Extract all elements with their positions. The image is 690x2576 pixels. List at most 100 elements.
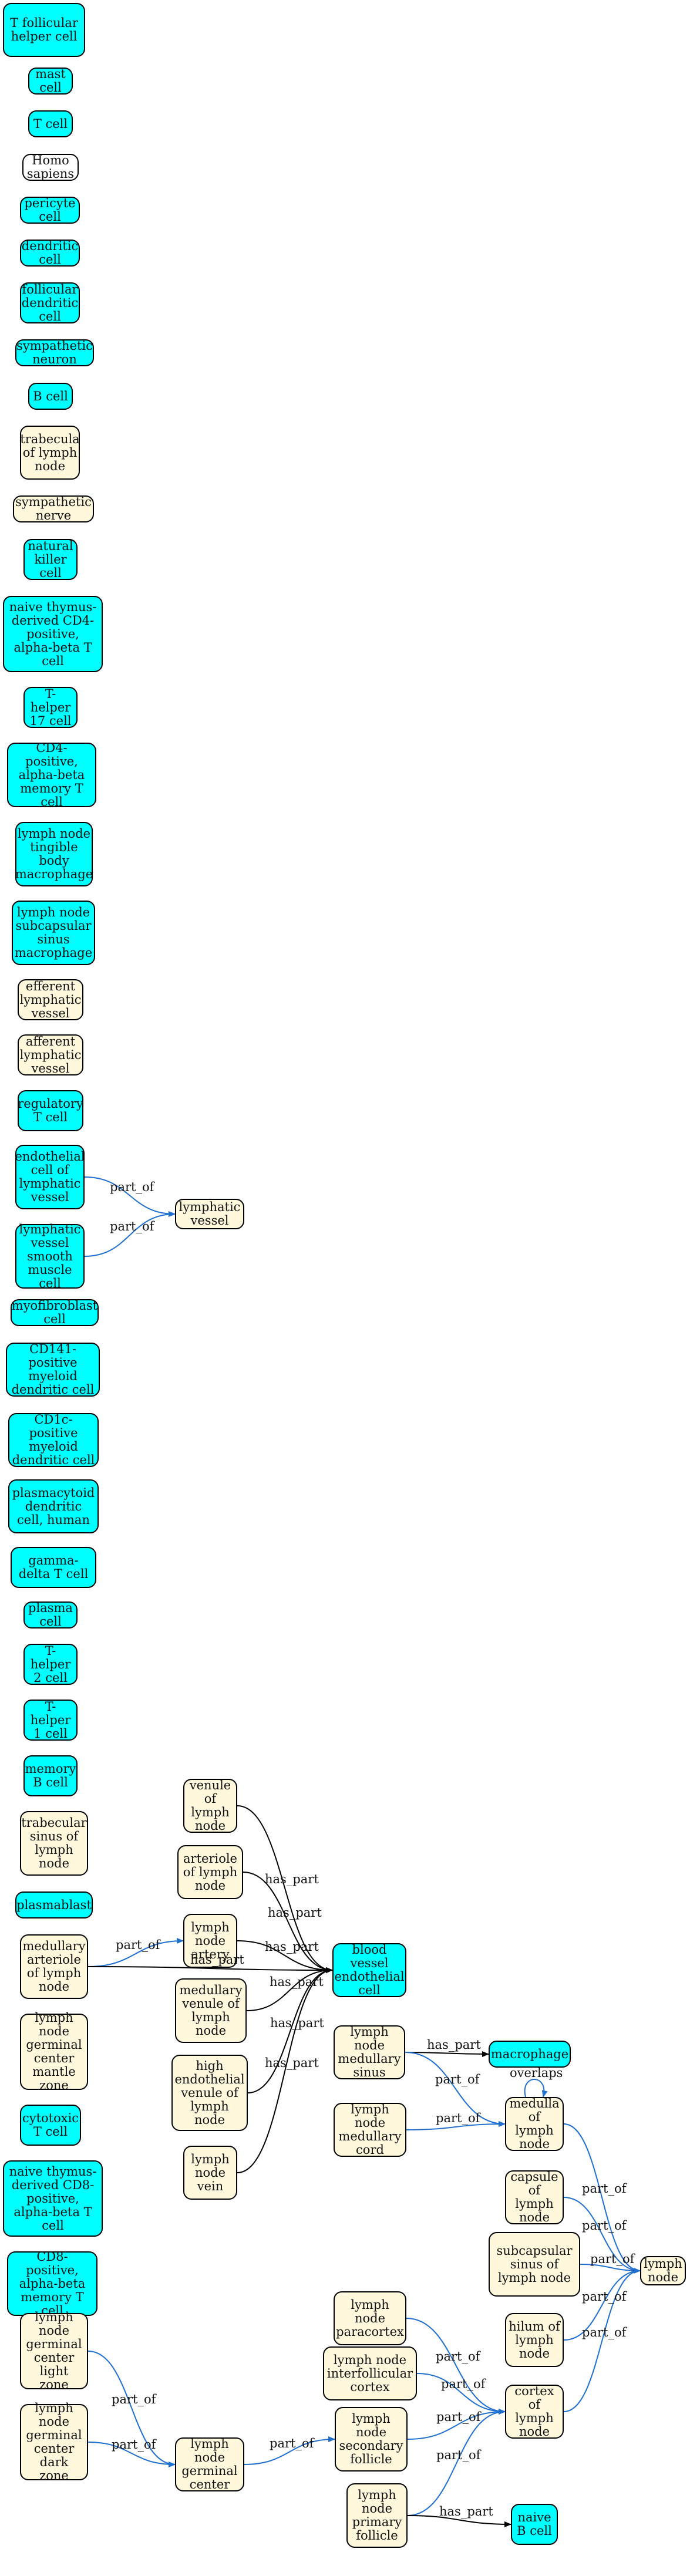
node-label: lymph node subcapsular sinus macrophage: [14, 905, 93, 960]
node-mantle[interactable]: lymph node germinal center mantle zone: [20, 2011, 88, 2092]
node-secfoll[interactable]: lymph node secondary follicle: [335, 2407, 408, 2472]
edge-label: part_of: [590, 2252, 635, 2266]
node-gdt[interactable]: gamma-delta T cell: [11, 1547, 96, 1588]
node-label: naive B cell: [517, 2510, 552, 2538]
node-label: blood vessel endothelial cell: [334, 1943, 405, 1997]
edge-label: part_of: [110, 1180, 154, 1194]
node-macrophage[interactable]: macrophage: [489, 2041, 571, 2068]
node-medart[interactable]: medullary arteriole of lymph node: [20, 1934, 88, 1999]
edge-label: part_of: [436, 2111, 480, 2125]
node-nk[interactable]: natural killer cell: [23, 539, 78, 580]
node-label: follicular dendritic cell: [21, 282, 79, 323]
node-interfoll[interactable]: lymph node interfollicular cortex: [323, 2346, 417, 2400]
node-artery[interactable]: lymph node artery: [183, 1914, 237, 1968]
node-th1[interactable]: T-helper 1 cell: [23, 1700, 78, 1741]
node-lvsmc[interactable]: lymphatic vessel smooth muscle cell: [15, 1222, 85, 1290]
node-cd4mem[interactable]: CD4-positive, alpha-beta memory T cell: [7, 741, 96, 808]
node-label: cortex of lymph node: [514, 2384, 554, 2439]
node-cd1c[interactable]: CD1c-positive myeloid dendritic cell: [8, 1413, 99, 1467]
node-homo[interactable]: Homo sapiens: [22, 154, 79, 181]
node-label: endothelial cell of lymphatic vessel: [15, 1149, 85, 1204]
node-tcell[interactable]: T cell: [28, 110, 73, 137]
node-lv[interactable]: lymphatic vessel: [175, 1199, 244, 1229]
node-pdc[interactable]: plasmacytoid dendritic cell, human: [8, 1479, 99, 1533]
node-primfoll[interactable]: lymph node primary follicle: [346, 2483, 408, 2548]
node-tbm[interactable]: lymph node tingible body macrophage: [15, 822, 93, 886]
node-vein[interactable]: lymph node vein: [183, 2146, 237, 2200]
node-hilum[interactable]: hilum of lymph node: [505, 2313, 564, 2367]
node-sympnerve[interactable]: sympathetic nerve: [13, 495, 94, 522]
edge-label: part_of: [436, 2349, 480, 2363]
node-cortex[interactable]: cortex of lymph node: [505, 2385, 564, 2439]
edge-label: part_of: [441, 2377, 486, 2391]
node-myofib[interactable]: myofibroblast cell: [11, 1299, 99, 1326]
node-medsinus[interactable]: lymph node medullary sinus: [334, 2025, 405, 2079]
node-label: memory B cell: [25, 1762, 76, 1789]
edge-label: has_part: [270, 2016, 324, 2030]
node-trabsinus[interactable]: trabecular sinus of lymph node: [20, 1811, 88, 1876]
node-label: hilum of lymph node: [509, 2319, 560, 2361]
node-paracortex[interactable]: lymph node paracortex: [334, 2291, 406, 2345]
edge-lightzone-gc: [87, 2351, 176, 2467]
node-cytotoxic[interactable]: cytotoxic T cell: [20, 2105, 81, 2146]
node-darkzone[interactable]: lymph node germinal center dark zone: [20, 2402, 88, 2483]
node-naiveb[interactable]: naive B cell: [511, 2504, 558, 2545]
edge-label: has_part: [265, 1872, 319, 1886]
edge-lvsmc-lv: [84, 1211, 176, 1257]
edge-paracortex-cortex: [406, 2318, 506, 2415]
node-pericyte[interactable]: pericyte cell: [20, 197, 80, 224]
node-label: T-helper 1 cell: [30, 1699, 71, 1741]
node-fdc[interactable]: follicular dendritic cell: [20, 282, 80, 323]
node-label: T-helper 17 cell: [29, 686, 72, 728]
node-plasmablast[interactable]: plasmablast: [15, 1891, 93, 1918]
node-label: medullary arteriole of lymph node: [22, 1939, 86, 1994]
node-dendritic[interactable]: dendritic cell: [20, 240, 80, 267]
edge-medvenule-bvec: [246, 1967, 333, 2011]
node-efflv[interactable]: efferent lymphatic vessel: [18, 979, 83, 1020]
node-mast[interactable]: mast cell: [28, 68, 73, 95]
node-treg[interactable]: regulatory T cell: [18, 1090, 83, 1131]
node-lec[interactable]: endothelial cell of lymphatic vessel: [15, 1145, 85, 1209]
node-th2[interactable]: T-helper 2 cell: [23, 1644, 78, 1685]
node-naivecd8[interactable]: naive thymus-derived CD8-positive, alpha…: [3, 2160, 103, 2237]
node-label: macrophage: [490, 2046, 569, 2061]
node-cd141[interactable]: CD141-positive myeloid dendritic cell: [6, 1343, 100, 1397]
edge-medart-bvec: [87, 1966, 333, 1973]
node-naivecd4[interactable]: naive thymus-derived CD4-positive, alpha…: [3, 596, 103, 672]
node-afflv[interactable]: afferent lymphatic vessel: [18, 1034, 83, 1075]
node-label: lymph node vein: [191, 2152, 230, 2193]
node-medvenule[interactable]: medullary venule of lymph node: [175, 1978, 247, 2043]
node-plasma[interactable]: plasma cell: [23, 1601, 78, 1628]
node-subcapsinus[interactable]: subcapsular sinus of lymph node: [489, 2232, 580, 2297]
edge-subcapsinus-ln: [580, 2264, 641, 2274]
edge-label: part_of: [436, 2410, 481, 2424]
node-ln[interactable]: lymph node: [640, 2256, 686, 2285]
node-label: lymph node medullary sinus: [338, 2025, 401, 2079]
node-th17[interactable]: T-helper 17 cell: [23, 687, 78, 728]
node-label: trabecula of lymph node: [20, 431, 80, 473]
edge-darkzone-gc: [87, 2442, 176, 2467]
node-medcord[interactable]: lymph node medullary cord: [334, 2103, 406, 2157]
node-scsmac[interactable]: lymph node subcapsular sinus macrophage: [12, 901, 95, 965]
node-lightzone[interactable]: lymph node germinal center light zone: [20, 2311, 88, 2392]
node-label: lymph node: [644, 2257, 682, 2284]
node-bvec[interactable]: blood vessel endothelial cell: [332, 1943, 406, 1997]
edge-label: has_part: [265, 1940, 319, 1954]
node-label: lymph node germinal center: [181, 2437, 238, 2491]
node-gc[interactable]: lymph node germinal center: [175, 2437, 244, 2491]
edge-label: part_of: [110, 1219, 154, 1233]
node-cd8mem[interactable]: CD8-positive, alpha-beta memory T cell: [7, 2250, 97, 2317]
node-sympneuron[interactable]: sympathetic neuron: [15, 339, 94, 366]
node-capsule[interactable]: capsule of lymph node: [505, 2170, 564, 2224]
edge-lec-lv: [84, 1176, 176, 1217]
node-bcell[interactable]: B cell: [28, 383, 73, 410]
node-venule[interactable]: venule of lymph node: [183, 1779, 237, 1833]
node-tfh[interactable]: T follicular helper cell: [3, 3, 85, 57]
node-label: natural killer cell: [28, 538, 73, 580]
node-medulla[interactable]: medulla of lymph node: [505, 2097, 564, 2151]
node-trabecula[interactable]: trabecula of lymph node: [20, 426, 80, 480]
node-arteriole[interactable]: arteriole of lymph node: [177, 1845, 243, 1899]
node-memb[interactable]: memory B cell: [23, 1755, 78, 1796]
node-hev[interactable]: high endothelial venule of lymph node: [171, 2055, 248, 2131]
